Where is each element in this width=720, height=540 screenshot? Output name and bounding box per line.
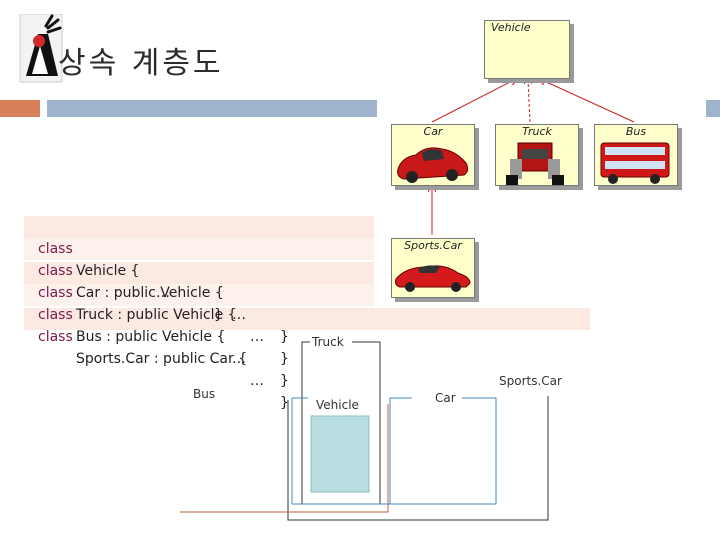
memory-vehicle-label: Vehicle (316, 398, 359, 412)
slide-title: 상속 계층도 (58, 46, 224, 81)
truck-frame (301, 341, 381, 505)
code-line-bus: class Bus : public Vehicle { … } (24, 282, 289, 389)
code-body: … (250, 373, 264, 389)
truck-icon (506, 142, 564, 185)
uml-truck-box: Truck (495, 124, 579, 186)
car-icon (397, 147, 469, 183)
code-decl: Vehicle { (76, 263, 140, 279)
code-keyword: class (38, 307, 73, 323)
sportscar-frame (287, 396, 549, 521)
uml-car-box: Car (391, 124, 475, 186)
bus-frame (180, 404, 389, 513)
uml-vehicle-label: Vehicle (491, 21, 531, 34)
bus-icon (600, 142, 670, 184)
arrow-bus-vehicle (542, 80, 635, 123)
code-decl: Sports.Car : public Car { (76, 351, 248, 367)
code-keyword: class (38, 263, 73, 279)
arrow-truck-vehicle (528, 80, 530, 123)
uml-car-label: Car (423, 125, 443, 138)
code-body: … (250, 329, 264, 345)
car-frame-right (462, 397, 497, 504)
memory-bus-label: Bus (193, 387, 216, 401)
code-line-sportscar: class Sports.Car : public Car { … } (24, 304, 289, 411)
sportscar-icon (395, 265, 471, 292)
code-body: … (232, 307, 246, 323)
uml-sportscar-label: Sports.Car (404, 239, 462, 252)
uml-bus-label: Bus (625, 125, 647, 138)
code-close: } (280, 395, 289, 411)
code-close: } (280, 329, 289, 345)
arrow-car-vehicle (431, 80, 514, 123)
header-bar-right (706, 100, 720, 117)
code-close: } (214, 307, 223, 323)
uml-sportscar-box: Sports.Car (391, 238, 475, 298)
vehicle-block (310, 415, 370, 493)
code-body: … (232, 351, 246, 367)
uml-truck-label: Truck (522, 125, 552, 138)
uml-bus-box: Bus (594, 124, 678, 186)
code-line-truck: class Truck : public Vehicle { … } (24, 260, 289, 367)
duke-logo-icon (19, 14, 63, 83)
header-bar (47, 100, 377, 117)
code-decl: Car : public Vehicle { (76, 285, 224, 301)
header-bar-accent (0, 100, 40, 117)
code-decl: Truck : public Vehicle { (76, 307, 237, 323)
code-keyword: class (38, 285, 73, 301)
code-decl: Bus : public Vehicle { (76, 329, 226, 345)
memory-sportscar-label: Sports.Car (499, 374, 562, 388)
code-body: … (156, 285, 170, 301)
uml-vehicle-box: Vehicle (484, 20, 570, 79)
memory-car-label: Car (435, 391, 456, 405)
code-keyword: class (38, 241, 73, 257)
code-line-vehicle: class Vehicle { … } (24, 216, 223, 323)
car-frame (389, 397, 412, 504)
code-keyword: class (38, 329, 73, 345)
code-line-car: class Car : public Vehicle { … } (24, 238, 289, 345)
code-close: } (280, 351, 289, 367)
code-close: } (280, 373, 289, 389)
memory-truck-label: Truck (312, 335, 344, 349)
